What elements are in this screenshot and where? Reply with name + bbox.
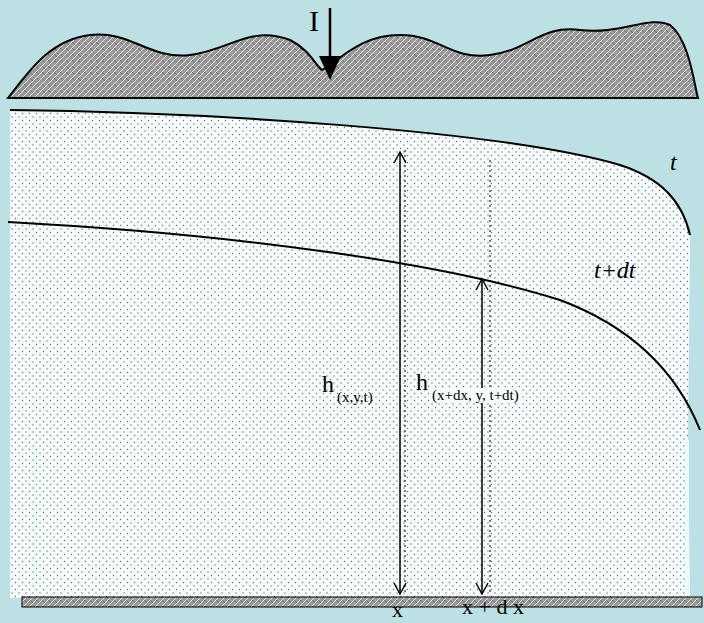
aquifer-body [10, 110, 690, 598]
head-symbol: h [416, 370, 428, 394]
terrain [8, 22, 698, 98]
water-table-t [10, 110, 690, 235]
infiltration-head [319, 56, 341, 80]
side-line [687, 440, 689, 596]
side-line [34, 440, 36, 592]
impermeable-base [22, 597, 702, 607]
time-label: t [670, 150, 677, 174]
head-arrow [399, 152, 401, 594]
head-subscript: (x,y,t) [337, 390, 373, 405]
head-arrow [481, 279, 483, 594]
head-subscript: (x+dx, y, t+dt) [431, 388, 520, 403]
section-line [490, 160, 491, 594]
axis-label: x + d x [462, 596, 524, 618]
flux-label: I [309, 6, 319, 36]
axis-label: x [392, 599, 403, 621]
infiltration-arrow [329, 8, 332, 58]
water-table-t-dt [8, 222, 700, 430]
time-label: t+dt [594, 258, 636, 282]
section-line [405, 150, 406, 594]
head-symbol: h [322, 372, 334, 396]
